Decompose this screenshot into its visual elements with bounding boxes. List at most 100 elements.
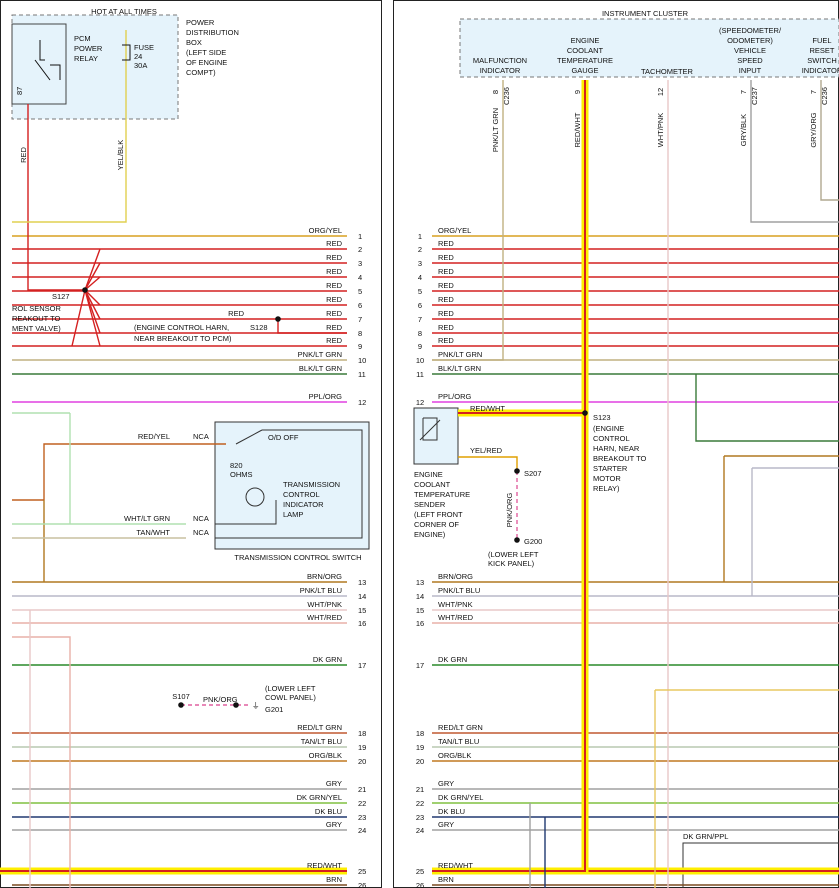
wire-right-number-26: 26 bbox=[416, 881, 424, 888]
tcs-switch-blade bbox=[235, 429, 263, 445]
power-distribution-box-label: COMPT) bbox=[186, 68, 216, 77]
wire-left-label-10: PNK/LT GRN bbox=[298, 350, 342, 359]
engine-harn-label: (ENGINE CONTROL HARN, bbox=[134, 323, 229, 332]
wire-left-label-13: BRN/ORG bbox=[307, 572, 342, 581]
hot-at-all-times-label: HOT AT ALL TIMES bbox=[91, 7, 157, 16]
splice-s127 bbox=[82, 287, 88, 293]
vss-label: SPEED bbox=[737, 56, 763, 65]
wire-left-number-17: 17 bbox=[358, 661, 366, 670]
wire-left-label-1: ORG/YEL bbox=[309, 226, 342, 235]
wire-right-number-2: 2 bbox=[418, 245, 422, 254]
tcs-ohms-label: OHMS bbox=[230, 470, 253, 479]
transmission-control-switch-box bbox=[214, 421, 370, 550]
g201-label: G201 bbox=[265, 705, 283, 714]
wire-left-label-21: GRY bbox=[326, 779, 342, 788]
tcs-ohms-label: 820 bbox=[230, 461, 243, 470]
cluster-pin-wire-4: GRY/ORG bbox=[809, 112, 818, 147]
s107-wire-label: PNK/ORG bbox=[203, 695, 238, 704]
wire-right-number-13: 13 bbox=[416, 578, 424, 587]
wire-cluster-gryblk bbox=[750, 80, 839, 223]
coolant-sender-label: TEMPERATURE bbox=[414, 490, 470, 499]
wire-right-label-13: BRN/ORG bbox=[438, 572, 473, 581]
dk-grn-ppl-label: DK GRN/PPL bbox=[683, 832, 728, 841]
wire-left-label-11: BLK/LT GRN bbox=[299, 364, 342, 373]
s128-label: S128 bbox=[250, 323, 268, 332]
g200-location-label: (LOWER LEFT bbox=[488, 550, 539, 559]
s207-wire-label: PNK/ORG bbox=[505, 493, 514, 528]
tcs-lamp-label: INDICATOR bbox=[283, 500, 324, 509]
s207-label: S207 bbox=[524, 469, 542, 478]
s127-fan-1 bbox=[84, 262, 101, 291]
wire-right-label-15: WHT/PNK bbox=[438, 600, 473, 609]
vss-label: ODOMETER) bbox=[727, 36, 773, 45]
coolant-sender-label: (LEFT FRONT bbox=[414, 510, 463, 519]
cluster-pin-wire-1: RED/WHT bbox=[573, 112, 582, 147]
wire-right-label-21: GRY bbox=[438, 779, 454, 788]
cluster-pin-wire-3: GRY/BLK bbox=[739, 114, 748, 146]
power-distribution-box-label: OF ENGINE bbox=[186, 58, 227, 67]
malfunction-indicator-label: MALFUNCTION bbox=[473, 56, 527, 65]
wire-right-number-4: 4 bbox=[418, 273, 422, 282]
wire-right-number-6: 6 bbox=[418, 301, 422, 310]
wire-pcm-red bbox=[27, 104, 85, 291]
wire-right-blkltgrn-v bbox=[695, 374, 839, 442]
engine-harn-label: NEAR BREAKOUT TO PCM) bbox=[134, 334, 232, 343]
wires-layer bbox=[0, 30, 839, 888]
g200-label: G200 bbox=[524, 537, 542, 546]
pcm-relay-label: RELAY bbox=[74, 54, 98, 63]
tcs-nca-2: NCA bbox=[193, 514, 209, 523]
wire-left-number-11: 11 bbox=[358, 370, 366, 379]
wire-right-label-16: WHT/RED bbox=[438, 613, 474, 622]
wire-left-number-19: 19 bbox=[358, 743, 366, 752]
s123-description-label: HARN, NEAR bbox=[593, 444, 640, 453]
wire-left-number-21: 21 bbox=[358, 785, 366, 794]
wire-right-number-16: 16 bbox=[416, 619, 424, 628]
splice-s128 bbox=[275, 316, 281, 322]
wire-left-number-24: 24 bbox=[358, 826, 366, 835]
wire-left-label-18: RED/LT GRN bbox=[297, 723, 342, 732]
wire-left-number-16: 16 bbox=[358, 619, 366, 628]
s123-description-label: RELAY) bbox=[593, 484, 620, 493]
coolant-sender-label: COOLANT bbox=[414, 480, 451, 489]
wire-right-number-19: 19 bbox=[416, 743, 424, 752]
cluster-pin-number-3: 7 bbox=[739, 90, 748, 94]
tcs-lamp-label: TRANSMISSION bbox=[283, 480, 340, 489]
instrument-cluster-box bbox=[459, 18, 839, 78]
sender-redwht-label: RED/WHT bbox=[470, 404, 505, 413]
wire-left-number-22: 22 bbox=[358, 799, 366, 808]
wire-left-label-12: PPL/ORG bbox=[309, 392, 343, 401]
cluster-pin-connector-0: C236 bbox=[502, 87, 511, 105]
fuel-reset-label: FUEL bbox=[812, 36, 831, 45]
wire-left-number-10: 10 bbox=[358, 356, 366, 365]
splice-g200 bbox=[514, 537, 520, 543]
fuel-reset-label: INDICATOR bbox=[802, 66, 839, 75]
wire-left-number-7: 7 bbox=[358, 315, 362, 324]
wire-left-label-26: BRN bbox=[326, 875, 342, 884]
fuse-label: 24 bbox=[134, 52, 142, 61]
wire-left-number-13: 13 bbox=[358, 578, 366, 587]
wire-left-label-17: DK GRN bbox=[313, 655, 342, 664]
wire-cluster-pnkltgrn bbox=[432, 80, 504, 361]
pin-87-label: 87 bbox=[15, 87, 24, 95]
wire-right-number-12: 12 bbox=[416, 398, 424, 407]
wire-left-number-8: 8 bbox=[358, 329, 362, 338]
relay-contact bbox=[39, 40, 45, 61]
wire-right-label-1: ORG/YEL bbox=[438, 226, 471, 235]
wire-right-label-18: RED/LT GRN bbox=[438, 723, 483, 732]
coolant-gauge-label: TEMPERATURE bbox=[557, 56, 613, 65]
power-distribution-box-label: (LEFT SIDE bbox=[186, 48, 226, 57]
dk-grn-ppl-box bbox=[682, 842, 839, 888]
coolant-gauge-label: COOLANT bbox=[567, 46, 604, 55]
s123-description-label: BREAKOUT TO bbox=[593, 454, 647, 463]
yel-blk-wire-label: YEL/BLK bbox=[116, 140, 125, 170]
vss-label: INPUT bbox=[739, 66, 762, 75]
wire-left-label-3: RED bbox=[326, 253, 342, 262]
cluster-pin-number-4: 7 bbox=[809, 90, 818, 94]
wire-left-number-23: 23 bbox=[358, 813, 366, 822]
relay-coil bbox=[50, 64, 61, 80]
wire-left-number-6: 6 bbox=[358, 301, 362, 310]
wire-left-label-2: RED bbox=[326, 239, 342, 248]
sensor-fragment-label: ROL SENSOR bbox=[12, 304, 61, 313]
wire-right-label-6: RED bbox=[438, 295, 454, 304]
